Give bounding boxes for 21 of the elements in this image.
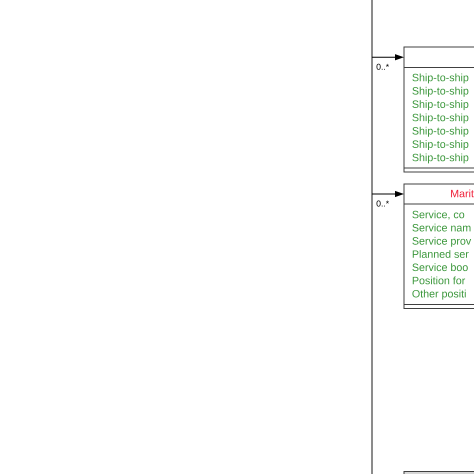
class-box — [404, 46, 474, 172]
attribute-text: Ship-to-ship — [412, 100, 468, 110]
attribute-text: Ship-to-ship — [412, 126, 468, 137]
attribute-text: Ship-to-ship — [412, 73, 468, 84]
attribute-text: Service prov — [412, 236, 472, 247]
attribute-text: Planned ser — [412, 250, 469, 258]
attribute-text: Ship-to-ship — [412, 113, 468, 124]
attribute-text: Other positi — [412, 290, 466, 300]
attribute-text: Service boo — [412, 263, 468, 272]
attribute-text: Service nam — [412, 224, 470, 232]
class-name: Marit — [451, 189, 474, 198]
attribute-text: Service, co — [412, 210, 464, 220]
multiplicity-label: 0..* — [376, 200, 389, 207]
class-box — [404, 184, 474, 309]
attribute-text: Ship-to-ship — [412, 140, 468, 150]
connector-line — [371, 0, 373, 474]
class-box — [404, 471, 474, 474]
multiplicity-label: 0..* — [376, 64, 389, 70]
attribute-text: Ship-to-ship — [412, 153, 468, 164]
attribute-text: Position for — [412, 276, 466, 284]
attribute-text: Ship-to-ship — [412, 86, 468, 97]
